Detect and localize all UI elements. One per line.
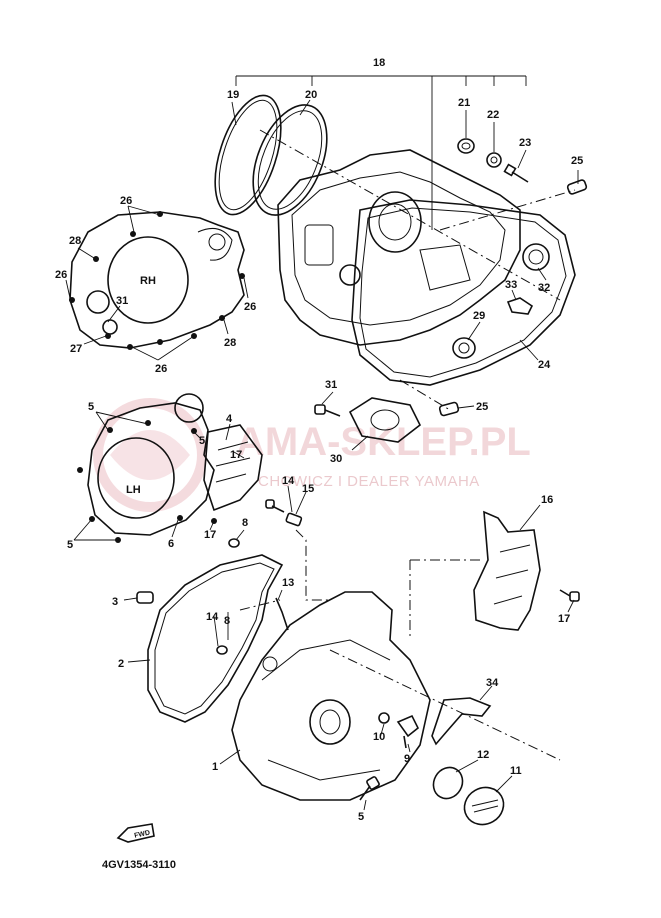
callout-leaders [65,99,579,811]
callout-4: 4 [226,413,233,425]
diagram-code: 4GV1354-3110 [102,859,176,871]
callout-9: 9 [404,753,410,765]
callout-24: 24 [538,359,551,371]
callout-31b: 31 [116,295,128,307]
callout-8b: 8 [224,615,230,627]
callout-14b: 14 [206,611,219,623]
callout-6: 6 [168,538,174,550]
callout-23: 23 [519,137,531,149]
callout-2: 2 [118,658,124,670]
callout-10: 10 [373,731,385,743]
watermark-dealer: CHOWICZ I DEALER YAMAHA [258,473,480,490]
callout-28a: 28 [69,235,81,247]
callout-34: 34 [486,677,499,689]
callout-5c: 5 [67,539,73,551]
callout-32: 32 [538,282,550,294]
callout-12: 12 [477,749,489,761]
callout-3: 3 [112,596,118,608]
callout-22: 22 [487,109,499,121]
callout-19: 19 [227,89,239,101]
rh-label: RH [140,275,156,287]
callout-26c: 26 [244,301,256,313]
callout-28b: 28 [224,337,236,349]
callout-18: 18 [373,57,385,69]
watermark: AMA-SKLEP.PL CHOWICZ I DEALER YAMAHA [93,398,531,512]
generator-cover-assembly [136,499,580,826]
crankcase-cover-right-assembly [214,75,588,443]
callout-15: 15 [302,483,314,495]
callout-30: 30 [330,453,342,465]
callout-31a: 31 [325,379,337,391]
callout-33: 33 [505,279,517,291]
callout-25a: 25 [571,155,583,167]
lh-cover-view: LH [77,393,263,543]
fwd-label: FWD [134,830,151,840]
callout-16: 16 [541,494,553,506]
callout-14a: 14 [282,475,295,487]
callout-5b: 5 [199,435,205,447]
callout-5d: 5 [358,811,364,823]
callout-17c: 17 [558,613,570,625]
callout-11: 11 [510,765,522,777]
callout-17a: 17 [230,449,242,461]
callout-27: 27 [70,343,82,355]
callout-1: 1 [212,761,218,773]
callout-29: 29 [473,310,485,322]
callout-26d: 26 [155,363,167,375]
rh-cover-view: RH [69,211,245,350]
fwd-arrow-icon: FWD [116,823,155,843]
callout-26b: 26 [55,269,67,281]
callout-20: 20 [305,89,317,101]
callout-13: 13 [282,577,294,589]
lh-label: LH [126,484,141,496]
callout-labels: 18 19 20 21 22 23 25 32 33 29 24 31 25 3… [55,57,583,823]
callout-21: 21 [458,97,470,109]
watermark-logo [93,398,207,512]
callout-17b: 17 [204,529,216,541]
watermark-brand: AMA-SKLEP.PL [236,420,531,464]
callout-8a: 8 [242,517,248,529]
callout-26a: 26 [120,195,132,207]
callout-5a: 5 [88,401,94,413]
callout-25b: 25 [476,401,488,413]
